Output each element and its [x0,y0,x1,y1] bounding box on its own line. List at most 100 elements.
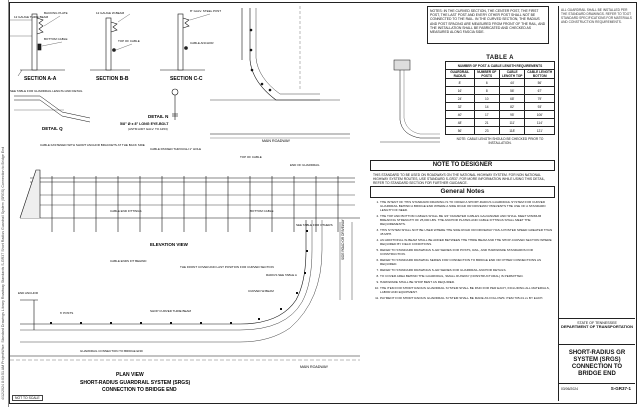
general-note-item: THIS SYSTEM SHALL NOT BE USED WHERE THE … [380,228,555,237]
top-main-roadway: MAIN ROADWAY [262,139,291,143]
state-name: STATE OF TENNESSEE [577,321,617,325]
table-cell: 16' [445,86,475,95]
callout-e3: TOP OF CABLE [240,155,262,159]
table-header: CABLE LENGTH BOTTOM [524,69,555,79]
callout-p5: RADIUS SEE TABLE A [266,273,297,277]
table-cell: 44' [498,78,526,87]
plan-view-label: PLAN VIEW [116,372,144,378]
table-cell: 24' [445,94,475,103]
plan-view [10,220,360,361]
callout-p3: SHOP CURVED THRIE BEAM [150,309,192,313]
callout-p6: 6' POSTS [60,311,73,315]
section-a-label: SECTION A-A [24,76,57,82]
callout-b2: TOP OF CABLE [118,39,140,43]
detail-n-sub2: (ASTM A307 GALV. TO A153) [128,127,168,131]
end-anchor-label: END ANCHOR [18,291,39,295]
table-cell: 17 [473,110,500,119]
table-cell: 21 [473,118,500,127]
callout-e1: CABLE FASTENED WITH SHORT ANCHOR BRACKET… [40,143,145,147]
callout-a2: BACKING PLATE [44,11,68,15]
side-road-label: SIDE ROAD OR DRIVEWAY [341,218,345,260]
table-cell: 14 [473,102,500,111]
section-a-a [10,13,65,77]
callout-e6: CABLE END FITTINGS [110,209,142,213]
callout-a5: BOTTOM CABLE [44,37,67,41]
table-cell: 79' [524,94,555,103]
table-cell: 48' [445,118,475,127]
table-header: CABLE LENGTH TOP [498,69,526,79]
table-cell: 6 [473,78,500,87]
general-note-item: AN ADDITIONAL W-BEAM SHALL BE ADDED BETW… [380,238,555,247]
table-cell: 8 [473,86,500,95]
callout-c2: CABLE ANCHOR [190,41,214,45]
table-cell: 10 [473,94,500,103]
section-c-label: SECTION C-C [170,76,203,82]
table-row: 24' 10 68' 79' [445,94,555,103]
not-to-scale-label: NOT TO SCALE [12,395,43,401]
table-cell: 23 [473,126,500,135]
callout-b1: 12 GAUGE W-BEAM [96,11,125,15]
general-note-item: PAYMENT FOR SHORT RADIUS GUARDRAIL SYSTE… [380,296,555,301]
table-row: 16' 8 56' 67' [445,86,555,95]
detail-q-sub: SEE TABLE FOR GUARDRAIL LENGTH AND DETAI… [10,89,83,93]
callout-e7: SEE TABLE FOR OTHERS [296,223,333,227]
general-note-item: REFER TO STANDARD DRAWINGS S-GR SERIES F… [380,268,555,273]
elevation-posts [51,176,339,232]
table-cell: 40' [445,110,475,119]
detail-q-label: DETAIL Q [42,126,63,131]
detail-n [171,88,179,120]
section-b-b [90,13,133,71]
post-cable-table: NUMBER OF POST & CABLE LENGTH REQUIREMEN… [445,61,555,135]
department-name: DEPARTMENT OF TRANSPORTATION [561,324,633,330]
sheet-title-line: SHORT-RADIUS GR [568,350,626,356]
table-cell: 121' [524,126,555,135]
note-to-designer-text: THIS STANDARD TO BE USED ON ROADWAYS ON … [373,173,546,186]
table-cell: 118' [498,126,526,135]
elevation-view [19,169,360,219]
table-row: 8' 6 44' 56' [445,78,555,87]
note-to-designer: NOTE TO DESIGNER THIS STANDARD TO BE USE… [370,160,555,188]
sheet-title-line: CONNECTION TO [571,364,623,370]
callout-p2: CABLE ENDS FIT BEHIND [110,259,147,263]
table-cell: 111' [498,118,526,127]
general-note-item: TO COVER AREA BEHIND THE GUARDRAIL, SMAL… [380,274,555,279]
general-notes: General Notes THE INTENT OF THIS STANDAR… [370,186,555,303]
plan-posts [50,230,308,324]
drawing-number: S-GR37-1 [610,386,631,391]
detail-n-sub: 5/8" Ø x 8" LONG EYE-BOLT [120,122,169,126]
detail-n-label: DETAIL N [148,114,168,119]
table-header: GUARDRAIL RADIUS [445,69,475,79]
notes-text: NOTES: IN THE CURVED SECTION, THE CENTER… [430,9,546,35]
general-notes-title: General Notes [370,186,555,198]
curved-section-notes: NOTES: IN THE CURVED SECTION, THE CENTER… [427,6,549,44]
callout-p4: CURVED W-BEAM [248,289,274,293]
table-a: TABLE A NUMBER OF POST & CABLE LENGTH RE… [445,55,555,145]
plan-title-1: SHORT-RADIUS GUARDRAIL SYSTEM (SRGS) [80,380,191,386]
general-note-item: THE ITEM FOR SHORT RADIUS GUARDRAIL SYST… [380,286,555,295]
table-a-note: NOTE: CABLE LENGTH SHOULD BE CHECKED PRI… [456,137,544,145]
general-note-item: REFER TO STANDARD DRAWING SERIES FOR CON… [380,258,555,267]
title-block: ALL GUARDRAIL SHALL BE INSTALLED PER THE… [558,6,635,401]
sheet-title-line: SYSTEM (SRGS) [573,357,621,363]
callout-a1: 12 GAUGE THRIE BEAM [14,15,49,19]
table-cell: 114' [524,118,555,127]
table-cell: 68' [498,94,526,103]
table-row: 32' 14 82' 93' [445,102,555,111]
detail-q [14,95,91,123]
general-note-item: THE INTENT OF THIS STANDARD DRAWING IS T… [380,200,555,213]
table-caption: NUMBER OF POST & CABLE LENGTH REQUIREMEN… [445,61,555,70]
table-cell: 56' [498,86,526,95]
callout-e2: CABLE PASSED THROUGH 1" HOLE [150,147,201,151]
callout-e4: END OF GUARDRAIL [290,163,320,167]
table-cell: 82' [498,102,526,111]
table-cell: 95' [498,110,526,119]
table-cell: 56' [445,126,475,135]
table-cell: 93' [524,102,555,111]
table-cell: 8' [445,78,475,87]
top-plan-view [210,6,350,139]
sheet-border [9,2,637,404]
note-to-designer-title: NOTE TO DESIGNER [370,160,555,171]
table-a-title: TABLE A [486,55,514,61]
